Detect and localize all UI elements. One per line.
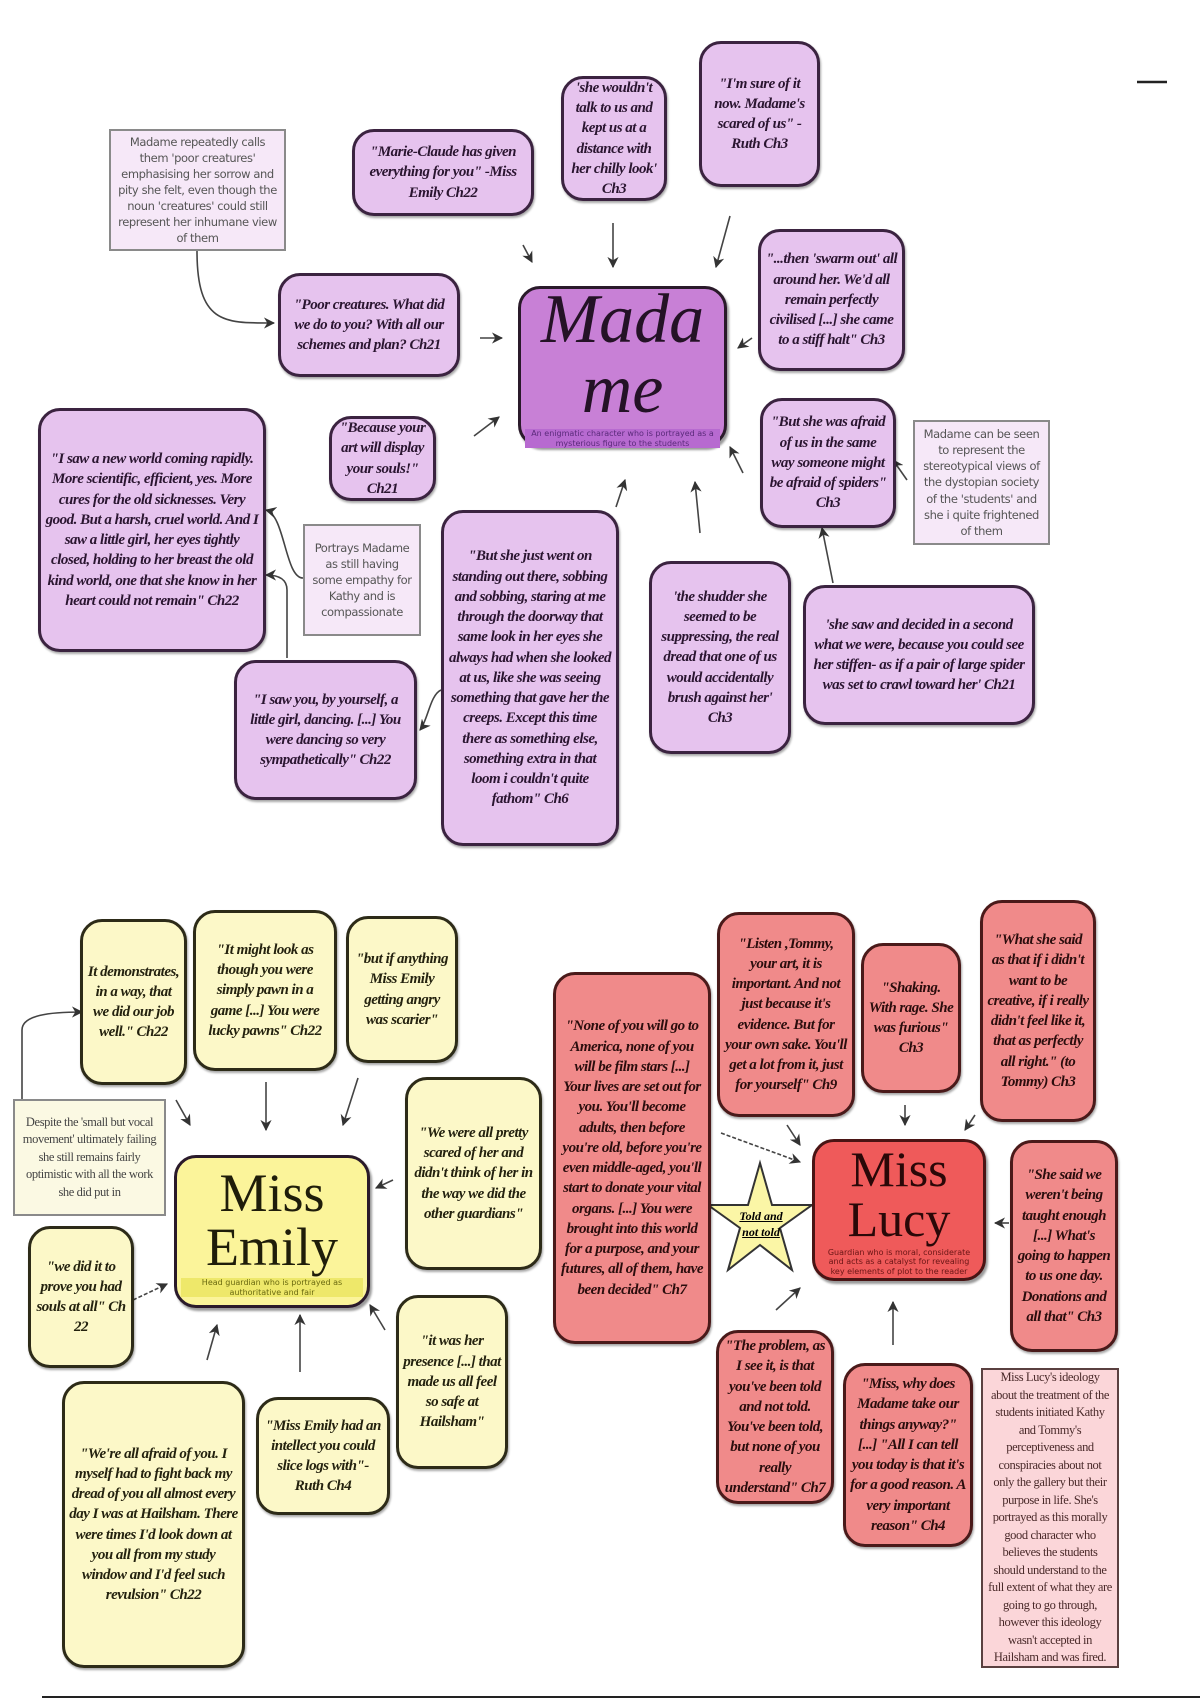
quote-box: "Miss, why does Madame take our things a… xyxy=(843,1363,973,1547)
arrow xyxy=(21,1006,84,1099)
arrow xyxy=(132,1283,169,1301)
node-title: Miss Lucy xyxy=(847,1140,951,1247)
quote-box: "The problem, as I see it, is that you'v… xyxy=(716,1330,834,1504)
quote-box: "I saw you, by yourself, a little girl, … xyxy=(234,660,417,800)
quote-box: "Marie-Claude has given everything for y… xyxy=(352,129,534,216)
miss-lucy-central-node: Miss Lucy Guardian who is moral, conside… xyxy=(812,1139,986,1281)
arrow xyxy=(206,1323,220,1361)
star-shape xyxy=(704,1159,816,1273)
quote-box: "Miss Emily had an intellect you could s… xyxy=(256,1397,390,1515)
arrow xyxy=(615,478,628,508)
quote-box: "...then 'swarm out' all around her. We'… xyxy=(758,229,905,371)
arrow xyxy=(175,1099,191,1126)
annotation-note: Portrays Madame as still having some emp… xyxy=(303,524,421,636)
arrow xyxy=(690,480,702,534)
quote-box: "it was her presence [...] that made us … xyxy=(396,1295,508,1469)
arrow xyxy=(775,1287,801,1311)
quote-box: "It might look as though you were simply… xyxy=(193,910,337,1071)
arrow xyxy=(818,526,834,584)
quote-box: "I saw a new world coming rapidly. More … xyxy=(38,408,266,652)
quote-box: "we did it to prove you had souls at all… xyxy=(28,1226,134,1368)
node-subtitle: Head guardian who is portrayed as author… xyxy=(181,1277,363,1298)
arrow xyxy=(786,1124,801,1146)
star-label: Told and not told xyxy=(739,1209,783,1239)
annotation-note: Despite the 'small but vocal movement' u… xyxy=(13,1099,166,1216)
quote-box: "I'm sure of it now. Madame's scared of … xyxy=(699,41,820,187)
node-subtitle: An enigmatic character who is portrayed … xyxy=(525,428,720,449)
quote-box: "Shaking. With rage. She was furious" Ch… xyxy=(861,943,961,1093)
quote-box: "But she just went on standing out there… xyxy=(441,510,619,846)
quote-box: 'she wouldn't talk to us and kept us at … xyxy=(561,76,667,201)
quote-box: "Because your art will display your soul… xyxy=(329,416,436,501)
arrow xyxy=(374,1178,394,1189)
quote-box: "None of you will go to America, none of… xyxy=(553,972,711,1344)
arrow xyxy=(196,250,276,329)
quote-box: "She said we weren't being taught enough… xyxy=(1010,1140,1118,1352)
annotation-note: Madame repeatedly calls them 'poor creat… xyxy=(109,129,286,251)
arrow xyxy=(369,1304,386,1331)
arrow xyxy=(737,337,753,349)
node-title: Madame xyxy=(540,280,705,428)
arrow xyxy=(419,689,442,731)
quote-box: "but if anything Miss Emily getting angr… xyxy=(346,916,458,1063)
quote-box: 'the shudder she seemed to be suppressin… xyxy=(649,561,791,754)
node-subtitle: Guardian who is moral, considerate and a… xyxy=(827,1247,971,1276)
arrow xyxy=(522,244,533,263)
arrow xyxy=(264,507,304,579)
quote-box: "We're all afraid of you. I myself had t… xyxy=(62,1381,245,1668)
annotation-note: Miss Lucy's ideology about the treatment… xyxy=(981,1368,1119,1668)
quote-box: "But she was afraid of us in the same wa… xyxy=(760,398,896,528)
arrow xyxy=(729,445,744,474)
miss-emily-central-node: Miss Emily Head guardian who is portraye… xyxy=(174,1155,370,1308)
arrow xyxy=(473,416,500,437)
quote-box: "Poor creatures. What did we do to you? … xyxy=(278,273,460,377)
arrow xyxy=(964,1114,976,1131)
arrow xyxy=(720,1132,802,1164)
arrow xyxy=(264,569,288,658)
quote-box: "What she said as that if i didn't want … xyxy=(980,900,1096,1122)
annotation-note: Madame can be seen to represent the ster… xyxy=(913,420,1050,545)
quote-box: It demonstrates, in a way, that we did o… xyxy=(80,919,187,1085)
quote-box: "Listen ,Tommy, your art, it is importan… xyxy=(717,912,855,1117)
quote-box: "We were all pretty scared of her and di… xyxy=(405,1077,542,1270)
quote-box: 'she saw and decided in a second what we… xyxy=(803,585,1035,725)
madame-central-node: Madame An enigmatic character who is por… xyxy=(518,280,727,449)
node-title: Miss Emily xyxy=(206,1162,338,1277)
arrow xyxy=(713,215,731,269)
arrow xyxy=(340,1077,359,1127)
